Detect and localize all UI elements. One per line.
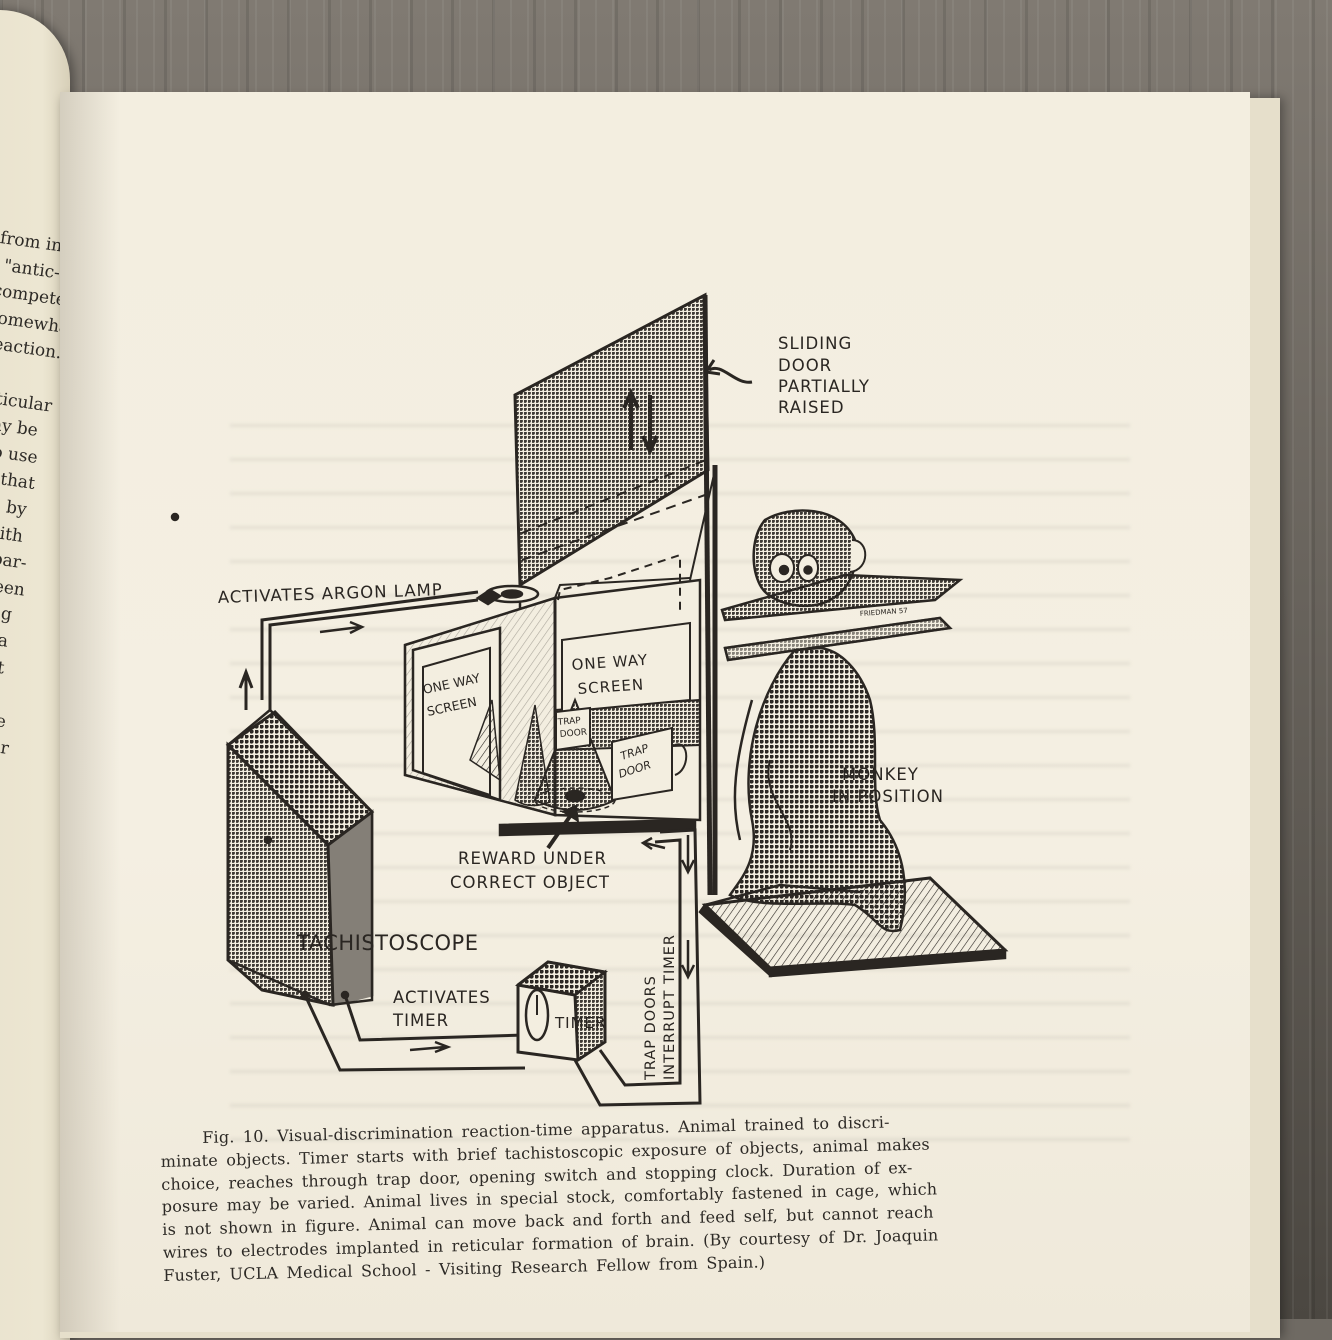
label-trap-door-left-1: TRAP [556,716,581,728]
label-trap-doors-2: INTERRUPT TIMER [662,934,678,1080]
pointer-arrow-icon [708,366,753,384]
label-timer: TIMER [554,1014,606,1032]
argon-lamp [475,584,540,606]
label-tachistoscope: TACHISTOSCOPE [296,931,478,955]
monkey-stock [720,573,964,662]
label-reward-1: REWARD UNDER [458,849,607,868]
label-trap-door-left-2: DOOR [559,728,587,740]
label-activates-timer-2: TIMER [392,1011,449,1030]
flow-arrow-icon [409,1040,452,1054]
label-activates-timer-1: ACTIVATES [393,988,491,1007]
flow-arrow-icon [238,667,254,710]
flow-arrow-icon [319,620,366,635]
down-arrow-icon [641,395,659,456]
tachistoscope [225,708,375,1007]
floor-board [698,876,1009,978]
label-reward-2: CORRECT OBJECT [450,873,610,892]
artist-signature: FRIEDMAN 57 [860,607,908,618]
clock-icon [524,988,550,1042]
label-sliding-door-1: SLIDING [778,334,852,353]
label-trap-doors-1: TRAP DOORS [643,975,659,1081]
up-arrow-icon [622,388,640,450]
timer-box [514,960,609,1063]
label-sliding-door-3: PARTIALLY [778,377,870,396]
label-one-way-screen-right-2: SCREEN [577,675,645,698]
label-sliding-door-4: RAISED [778,398,845,417]
label-monkey-1: MONKEY [842,765,919,784]
monkey [704,509,906,933]
apparatus-box [403,553,702,850]
label-monkey-2: IN POSITION [832,787,944,806]
label-one-way-screen-right-1: ONE WAY [571,651,649,674]
label-argon-lamp: ACTIVATES ARGON LAMP [217,580,443,607]
gutter-shadow [60,92,120,1332]
label-sliding-door-2: DOOR [778,356,832,375]
figure-caption: Fig. 10. Visual-discrimination reaction-… [160,1106,1131,1287]
